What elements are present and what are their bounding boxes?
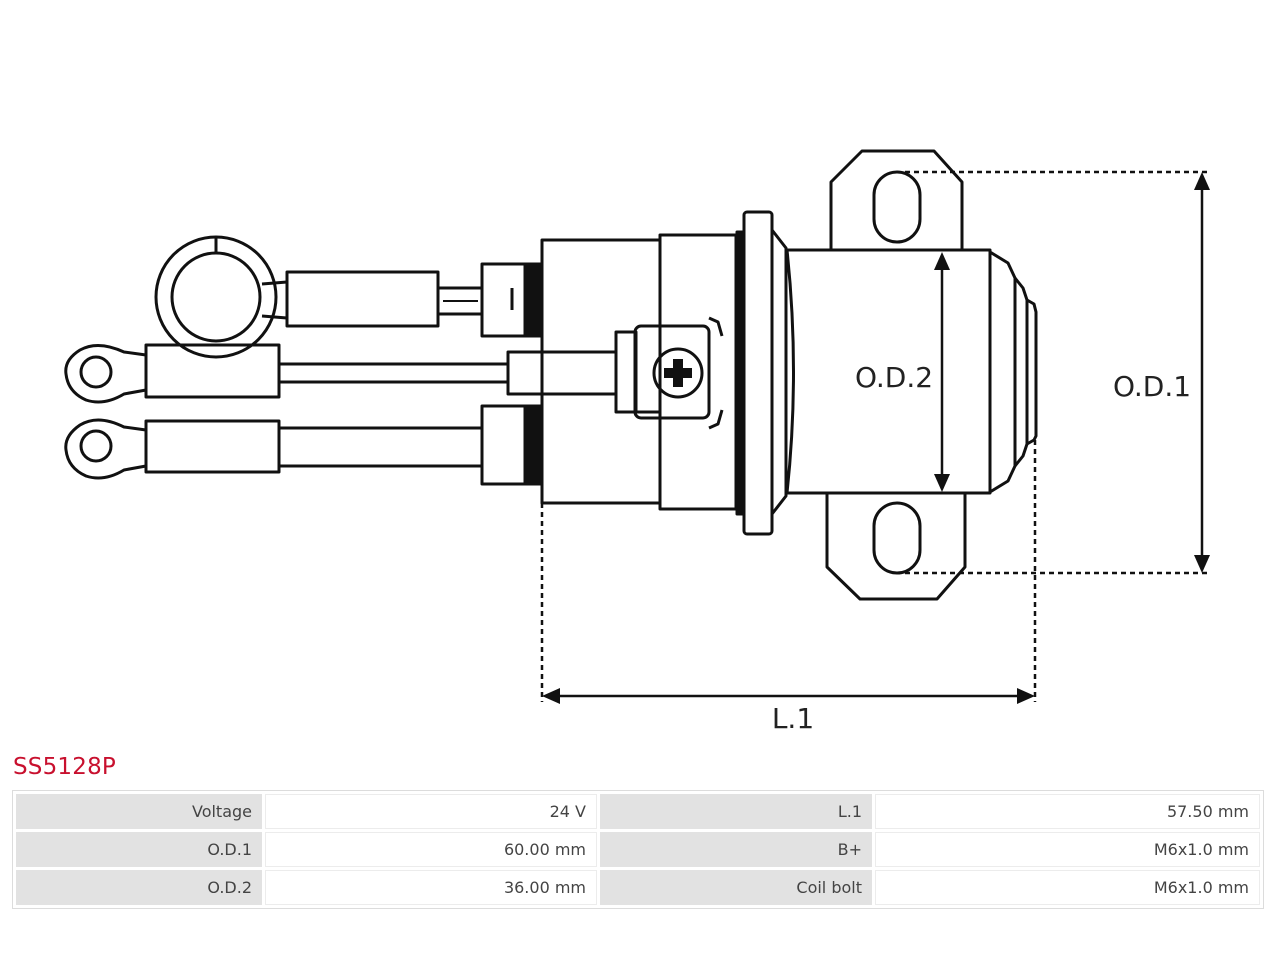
spec-label: Voltage: [16, 794, 262, 829]
lower-ring-lug: [79, 429, 113, 463]
solenoid-technical-drawing: O.D.2 O.D.1 L.1: [64, 149, 1210, 735]
terminal-housing-inner: [540, 238, 662, 505]
table-row: O.D.2 36.00 mm Coil bolt M6x1.0 mm: [16, 870, 1260, 905]
body-end-cap-3: [1026, 298, 1038, 446]
spec-value: M6x1.0 mm: [875, 832, 1260, 867]
spec-value: 57.50 mm: [875, 794, 1260, 829]
spec-value: 24 V: [265, 794, 597, 829]
bplus-lug-crimp: [285, 270, 440, 328]
body-end-cap-2: [1013, 277, 1029, 467]
l1-arrow-left: [542, 688, 560, 704]
l1-arrow-right: [1017, 688, 1035, 704]
spec-label: Coil bolt: [600, 870, 872, 905]
spec-value: M6x1.0 mm: [875, 870, 1260, 905]
seal-ring-front: [770, 229, 788, 515]
seal-ring-rear: [735, 230, 746, 516]
spec-label: O.D.1: [16, 832, 262, 867]
coil-bolt-head: [652, 347, 704, 399]
od2-dimension-label: O.D.2: [855, 361, 933, 394]
od1-arrow-down: [1194, 555, 1210, 573]
table-row: O.D.1 60.00 mm B+ M6x1.0 mm: [16, 832, 1260, 867]
lower-mounting-flange: [825, 494, 967, 601]
lower-wire-crimp: [144, 419, 281, 474]
part-number-title: SS5128P: [13, 754, 117, 780]
seal-ring: [742, 210, 774, 536]
spec-label: L.1: [600, 794, 872, 829]
body-end-cap-1: [989, 250, 1017, 494]
coil-bolt-cross-icon: [664, 359, 692, 387]
spec-label: O.D.2: [16, 870, 262, 905]
od2-arrow-up: [934, 252, 950, 270]
l1-dimension-label: L.1: [772, 702, 814, 735]
spec-value: 60.00 mm: [265, 832, 597, 867]
middle-ring-lug: [79, 355, 113, 389]
coil-bolt-base: [614, 330, 638, 414]
od1-dimension-label: O.D.1: [1113, 370, 1191, 403]
middle-wire-grommet: [506, 350, 618, 396]
bplus-ring-lug: [154, 235, 278, 359]
spec-label: B+: [600, 832, 872, 867]
upper-mounting-flange: [829, 149, 964, 250]
od1-arrow-up: [1194, 172, 1210, 190]
lower-mount-slot: [872, 501, 922, 575]
spec-value: 36.00 mm: [265, 870, 597, 905]
table-row: Voltage 24 V L.1 57.50 mm: [16, 794, 1260, 829]
od2-arrow-down: [934, 474, 950, 492]
upper-mount-slot: [872, 170, 922, 244]
middle-wire-crimp: [144, 343, 281, 399]
specifications-table: Voltage 24 V L.1 57.50 mm O.D.1 60.00 mm…: [12, 790, 1264, 909]
